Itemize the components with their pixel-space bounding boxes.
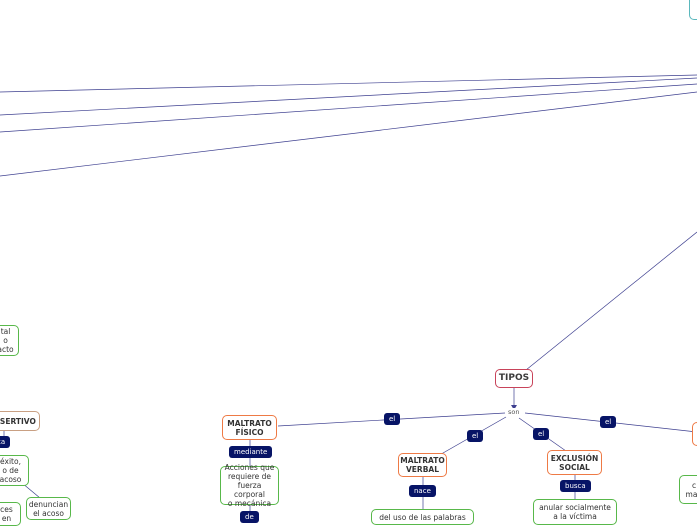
edge-top-4 — [0, 91, 697, 177]
label-son: son — [507, 408, 521, 416]
node-right-partial[interactable] — [692, 422, 697, 446]
node-tal-acto[interactable]: tal o acto — [0, 325, 19, 356]
node-anular[interactable]: anular socialmente a la víctima — [533, 499, 617, 525]
edge-top-2 — [0, 77, 697, 116]
link-el-fisico: el — [384, 413, 401, 425]
edge-top-1 — [0, 74, 697, 93]
edge-to-tipos — [525, 231, 697, 371]
node-uso-palabras[interactable]: del uso de las palabras — [371, 509, 474, 525]
node-maltrato-fisico[interactable]: MALTRATO FÍSICO — [222, 415, 277, 440]
arrowhead-tipos-son — [511, 405, 517, 410]
link-el-right: el — [600, 416, 617, 428]
node-exclusion-social[interactable]: EXCLUSIÓN SOCIAL — [547, 450, 602, 475]
edge-top-3 — [0, 83, 697, 133]
node-exito-acoso[interactable]: éxito, o de acoso — [0, 455, 29, 486]
node-acciones[interactable]: Acciones que requiere de fuerza corporal… — [220, 463, 279, 508]
link-el-exclusion: el — [533, 428, 550, 440]
link-el-verbal: el — [467, 430, 484, 442]
node-asertivo[interactable]: ASERTIVO — [0, 411, 40, 431]
node-tipos[interactable]: TIPOS — [495, 369, 533, 388]
node-ces-en[interactable]: ces en — [0, 502, 21, 526]
link-de: de — [240, 511, 259, 523]
link-nace: nace — [409, 485, 436, 497]
node-right-bottom[interactable]: c malt — [679, 475, 697, 504]
top-right-node[interactable] — [689, 0, 697, 20]
link-busca: busca — [560, 480, 591, 492]
link-mediante: mediante — [229, 446, 273, 458]
link-ca: ca — [0, 436, 11, 448]
node-denuncian[interactable]: denuncian el acoso — [26, 497, 71, 520]
node-maltrato-verbal[interactable]: MALTRATO VERBAL — [398, 453, 447, 477]
